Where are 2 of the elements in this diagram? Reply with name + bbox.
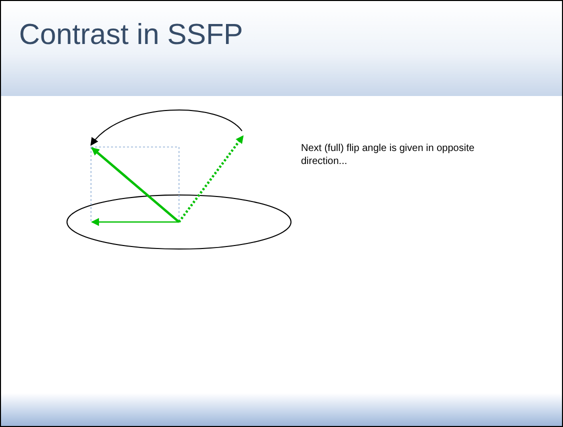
slide-title: Contrast in SSFP xyxy=(19,19,244,52)
note-text: Next (full) flip angle is given in opposite direction... xyxy=(301,142,476,168)
